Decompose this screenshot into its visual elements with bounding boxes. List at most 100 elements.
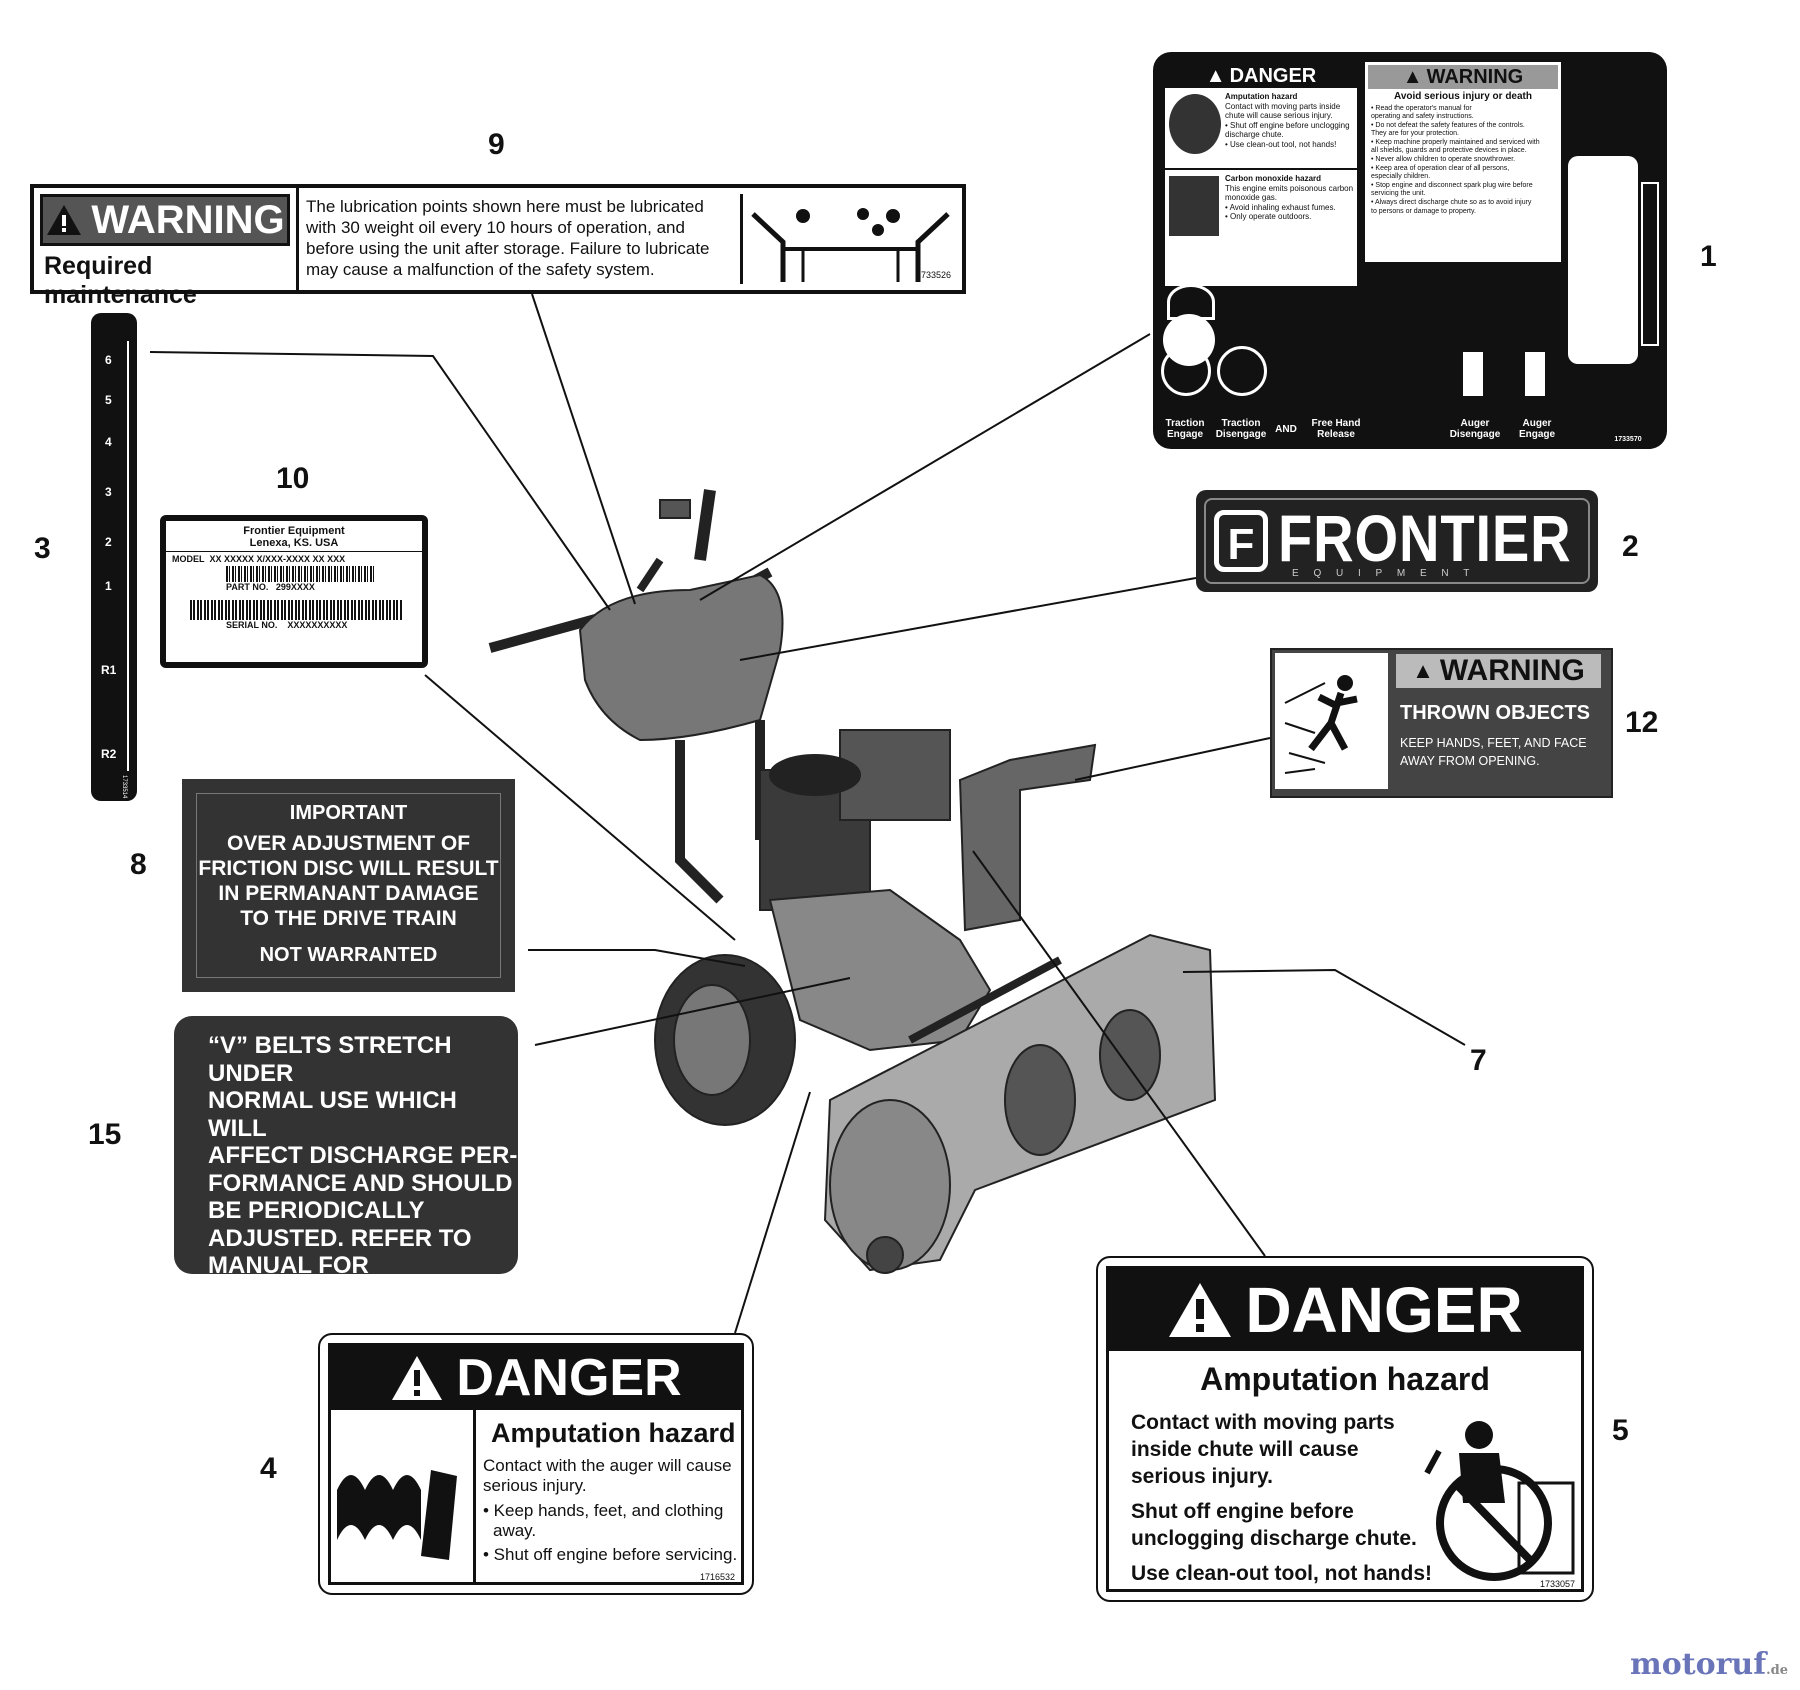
- model-label: MODEL: [172, 554, 205, 564]
- text-line: • Use clean-out tool, not hands!: [1225, 139, 1337, 149]
- leader-lines: [149, 293, 1466, 1334]
- company-city: Lenexa, KS. USA: [249, 537, 339, 549]
- free-hand-release-label: Free Hand Release: [1311, 418, 1361, 440]
- traction-disengage-icon: [1217, 346, 1267, 396]
- part-label: PART NO.: [226, 582, 269, 592]
- text-line: Contact with the auger will cause: [483, 1456, 732, 1475]
- decal-required-maintenance: WARNING Required maintenance The lubrica…: [30, 184, 966, 309]
- warning-label: WARNING: [1439, 654, 1585, 687]
- tick-label: 6: [105, 353, 112, 367]
- text-line: The lubrication points shown here must b…: [306, 197, 704, 216]
- text-line: with 30 weight oil every 10 hours of ope…: [306, 218, 685, 237]
- decal-speed-scale: 6 5 4 3 2 1 R1 R2 1733514: [91, 313, 137, 801]
- model-value: XX XXXXX X/XXX-XXXX XX XXX: [209, 554, 346, 564]
- text-line: • Only operate outdoors.: [1225, 212, 1312, 221]
- text-line: • Keep area of operation clear of all pe…: [1371, 164, 1510, 172]
- part-code: 1733570: [1614, 436, 1642, 443]
- warning-title: Avoid serious injury or death: [1394, 91, 1532, 102]
- alert-triangle-icon: [47, 205, 82, 235]
- serial-label: SERIAL NO.: [226, 620, 278, 630]
- serial-barcode: [190, 600, 402, 620]
- decal-thrown-objects: ▲ WARNING THROWN OBJECTS KEEP HANDS, FEE…: [1270, 648, 1613, 798]
- warning-label: WARNING: [91, 197, 285, 242]
- lubrication-text: The lubrication points shown here must b…: [306, 196, 726, 280]
- traction-engage-label: Traction Engage: [1165, 418, 1205, 440]
- text-line: IN PERMANANT DAMAGE: [218, 882, 479, 905]
- text-line: inside chute will cause: [1131, 1438, 1359, 1461]
- part-code: 1733526: [915, 270, 951, 280]
- amputation-title: Amputation hazard: [1200, 1361, 1490, 1397]
- warning-panel: ▲WARNING Avoid serious injury or death •…: [1363, 60, 1563, 264]
- callout-10: 10: [276, 462, 310, 495]
- danger-header: DANGER: [331, 1346, 741, 1410]
- thrown-objects-title: THROWN OBJECTS: [1400, 702, 1590, 724]
- carbon-monoxide-text: Carbon monoxide hazard This engine emits…: [1223, 172, 1357, 224]
- callout-9: 9: [488, 128, 505, 161]
- danger-header: DANGER: [1109, 1269, 1581, 1351]
- danger-header: ▲DANGER: [1165, 64, 1357, 88]
- auger-engage-icon: [1525, 352, 1545, 396]
- motoruf-watermark: motoruf.de: [1630, 1647, 1788, 1682]
- decal-control-panel: ▲DANGER Amputation hazard Contact with m…: [1153, 52, 1667, 449]
- decal-frontier-logo: F FRONTIER E Q U I P M E N T: [1196, 490, 1598, 592]
- text-line: unclogging discharge chute.: [1131, 1527, 1417, 1550]
- decal-serial-label: Frontier Equipment Lenexa, KS. USA MODEL…: [160, 515, 428, 668]
- control-slot-icon: [1568, 156, 1638, 364]
- text-line: • Stop engine and disconnect spark plug …: [1371, 181, 1533, 189]
- not-warranted-label: NOT WARRANTED: [259, 944, 438, 966]
- callout-2: 2: [1622, 530, 1639, 563]
- text-line: Contact with moving parts inside: [1225, 101, 1341, 111]
- important-title: IMPORTANT: [289, 802, 408, 824]
- traction-engage-icon: [1161, 346, 1211, 396]
- text-line: This engine emits poisonous carbon: [1225, 183, 1354, 193]
- danger-panel: ▲DANGER Amputation hazard Contact with m…: [1163, 62, 1359, 288]
- text-line: TO THE DRIVE TRAIN: [240, 907, 457, 930]
- callout-15: 15: [88, 1118, 122, 1151]
- text-line: • Avoid inhaling exhaust fumes.: [1225, 202, 1336, 212]
- auger-disengage-icon: [1463, 352, 1483, 396]
- tick-label: 2: [105, 535, 112, 549]
- decal-danger-auger: DANGER Amputation hazard Contact with th…: [318, 1333, 754, 1595]
- chute-hand-icon: [1169, 94, 1221, 154]
- callout-5: 5: [1612, 1414, 1629, 1447]
- decal-v-belts: “V” BELTS STRETCH UNDER NORMAL USE WHICH…: [174, 1016, 518, 1307]
- warning-header: ▲ WARNING: [1396, 654, 1601, 688]
- tick-label: 5: [105, 393, 112, 407]
- text-line: They are for your protection.: [1371, 130, 1459, 138]
- tick-label: R1: [101, 663, 117, 677]
- callout-12: 12: [1625, 706, 1659, 739]
- decal-danger-chute: DANGER Amputation hazard Contact with mo…: [1096, 1256, 1594, 1602]
- prohibited-hand-in-chute-icon: [1409, 1413, 1579, 1583]
- warning-label: WARNING: [1426, 65, 1524, 88]
- model-barcode: [226, 566, 376, 582]
- text-line: monoxide gas.: [1225, 193, 1278, 202]
- brand-name: FRONTIER: [1278, 501, 1572, 575]
- danger-label: DANGER: [1229, 64, 1317, 87]
- amputation-text: Amputation hazard Contact with moving pa…: [1223, 90, 1357, 151]
- text-line: FRICTION DISC WILL RESULT: [198, 857, 499, 880]
- warning-bar: WARNING: [40, 194, 290, 246]
- alert-triangle-icon: [1169, 1283, 1232, 1337]
- text-line: serious injury.: [483, 1476, 587, 1495]
- text-line: operating and safety instructions.: [1371, 113, 1474, 121]
- text-line: Shut off engine before: [1131, 1500, 1354, 1523]
- and-label: AND: [1275, 424, 1297, 435]
- snowblower-illustration: [488, 489, 1217, 1274]
- text-line: away.: [493, 1521, 537, 1540]
- text-line: discharge chute.: [1225, 130, 1284, 139]
- text-line: • Do not defeat the safety features of t…: [1371, 121, 1525, 129]
- amputation-title: Amputation hazard: [491, 1418, 736, 1448]
- text-line: Contact with moving parts: [1131, 1411, 1395, 1434]
- brand-subtitle: E Q U I P M E N T: [1292, 568, 1476, 579]
- carbon-monoxide-icon: [1169, 176, 1219, 236]
- watermark-name: motoruf: [1629, 1647, 1767, 1682]
- auger-text: Contact with the auger will cause seriou…: [483, 1456, 737, 1565]
- decal-important-friction-disc: IMPORTANT OVER ADJUSTMENT OF FRICTION DI…: [182, 779, 515, 992]
- speed-scale-icon: [1641, 182, 1659, 346]
- company-name: Frontier Equipment: [243, 525, 345, 537]
- callout-1: 1: [1700, 240, 1717, 273]
- text-line: AWAY FROM OPENING.: [1400, 754, 1540, 768]
- text-line: NORMAL USE WHICH WILL: [208, 1087, 457, 1142]
- text-line: ADJUSTED. REFER TO: [208, 1224, 472, 1252]
- co-title: Carbon monoxide hazard: [1225, 174, 1322, 183]
